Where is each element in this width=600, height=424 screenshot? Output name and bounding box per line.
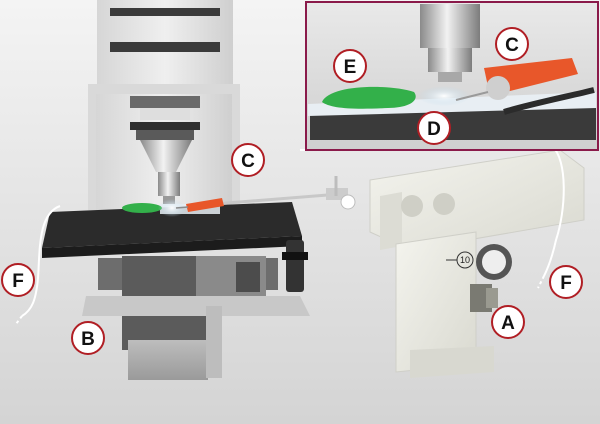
label-e: E (333, 49, 367, 83)
microscope-base (82, 240, 310, 380)
label-c-main: C (231, 143, 265, 177)
svg-text:F: F (12, 271, 24, 292)
svg-text:D: D (427, 119, 441, 140)
svg-text:C: C (505, 35, 519, 56)
svg-text:C: C (241, 151, 255, 172)
label-b: B (71, 321, 105, 355)
svg-text:E: E (344, 57, 357, 78)
needle-holder (175, 176, 356, 212)
inset-detail (305, 1, 599, 151)
label-f-left: F (1, 263, 35, 297)
svg-text:B: B (81, 329, 95, 350)
label-a: A (491, 305, 525, 339)
svg-text:F: F (560, 273, 572, 294)
svg-text:A: A (501, 313, 515, 334)
dial-reading: 10 (460, 255, 470, 265)
label-c-inset: C (495, 27, 529, 61)
label-f-right: F (549, 265, 583, 299)
label-d: D (417, 111, 451, 145)
micromanipulator: 10 (369, 149, 585, 378)
